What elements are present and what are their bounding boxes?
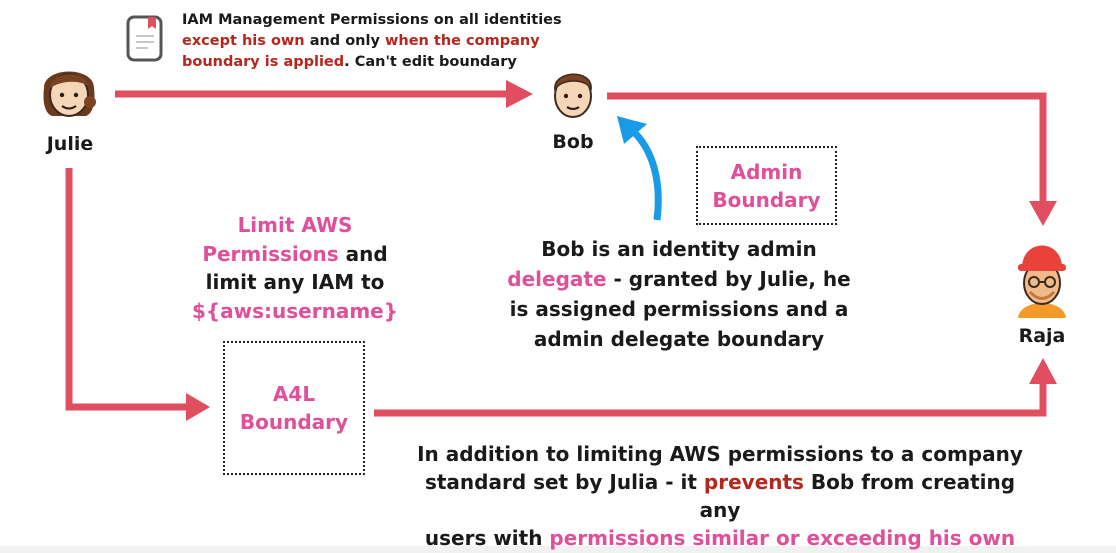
note-highlight-when: when the company bbox=[384, 33, 540, 49]
julie-label: Julie bbox=[46, 133, 94, 155]
bottom-text-standard: standard set by Julia - it bbox=[424, 470, 704, 494]
note-highlight-except: except his own bbox=[182, 33, 305, 49]
bottom-line-1: In addition to limiting AWS permissions … bbox=[417, 442, 1023, 466]
limit-username-variable: ${aws:username} bbox=[192, 298, 398, 323]
bob-line-2: delegate - granted by Julie, he bbox=[500, 264, 858, 294]
policy-document-icon bbox=[126, 15, 163, 62]
note-text-mid: and only bbox=[304, 33, 385, 49]
bob-text-granted: - granted by Julie, he bbox=[606, 267, 851, 291]
bob-line-1: Bob is an identity admin bbox=[541, 237, 817, 261]
bob-avatar bbox=[554, 73, 592, 118]
note-line-1: IAM Management Permissions on all identi… bbox=[182, 12, 562, 28]
raja-label: Raja bbox=[1018, 325, 1066, 347]
limit-highlight-permissions: Permissions bbox=[202, 241, 339, 266]
bob-label: Bob bbox=[552, 131, 594, 153]
note-line-3: boundary is applied. Can't edit boundary bbox=[182, 52, 562, 73]
limit-line-2: Permissions and bbox=[180, 240, 410, 269]
bob-highlight-delegate: delegate bbox=[507, 267, 607, 291]
limit-permissions-text: Limit AWS Permissions and limit any IAM … bbox=[180, 211, 410, 325]
arrow-julie-to-a4l-boundary bbox=[65, 168, 210, 421]
raja-avatar bbox=[1018, 245, 1066, 318]
a4l-boundary-line-1: A4L bbox=[272, 382, 316, 406]
footer-band bbox=[0, 546, 1116, 553]
note-text-rest: . Can't edit boundary bbox=[344, 54, 517, 70]
limit-line-1: Limit AWS bbox=[237, 213, 353, 237]
bottom-text-users: users with bbox=[424, 526, 550, 550]
note-line-2: except his own and only when the company bbox=[182, 31, 562, 52]
bottom-highlight-prevents: prevents bbox=[703, 470, 804, 494]
arrow-delegate-to-bob bbox=[617, 116, 662, 221]
bob-line-4: admin delegate boundary bbox=[533, 327, 825, 351]
limit-text-and: and bbox=[338, 241, 388, 266]
a4l-boundary-box: A4L Boundary bbox=[223, 341, 365, 475]
julie-permissions-note: IAM Management Permissions on all identi… bbox=[182, 10, 562, 73]
admin-boundary-line-2: Boundary bbox=[712, 187, 821, 212]
limit-line-3: limit any IAM to bbox=[205, 270, 385, 294]
admin-boundary-line-1: Admin bbox=[730, 159, 803, 184]
bottom-line-2: standard set by Julia - it prevents Bob … bbox=[405, 468, 1035, 524]
bottom-highlight-permissions: permissions similar or exceeding his own bbox=[549, 526, 1016, 550]
bob-delegate-text: Bob is an identity admin delegate - gran… bbox=[500, 234, 858, 354]
bottom-text-bob: Bob from creating any bbox=[699, 470, 1016, 522]
admin-boundary-box: Admin Boundary bbox=[696, 146, 837, 225]
bob-line-3: is assigned permissions and a bbox=[509, 297, 849, 321]
arrow-julie-to-bob bbox=[115, 80, 533, 108]
julie-avatar bbox=[43, 71, 96, 117]
bottom-line-3: users with permissions similar or exceed… bbox=[405, 524, 1035, 552]
bottom-explanation-text: In addition to limiting AWS permissions … bbox=[405, 440, 1035, 552]
arrow-a4l-to-raja bbox=[374, 358, 1057, 417]
arrow-bob-to-raja bbox=[607, 92, 1057, 226]
a4l-boundary-line-2: Boundary bbox=[239, 410, 349, 434]
note-highlight-boundary: boundary is applied bbox=[182, 54, 345, 70]
